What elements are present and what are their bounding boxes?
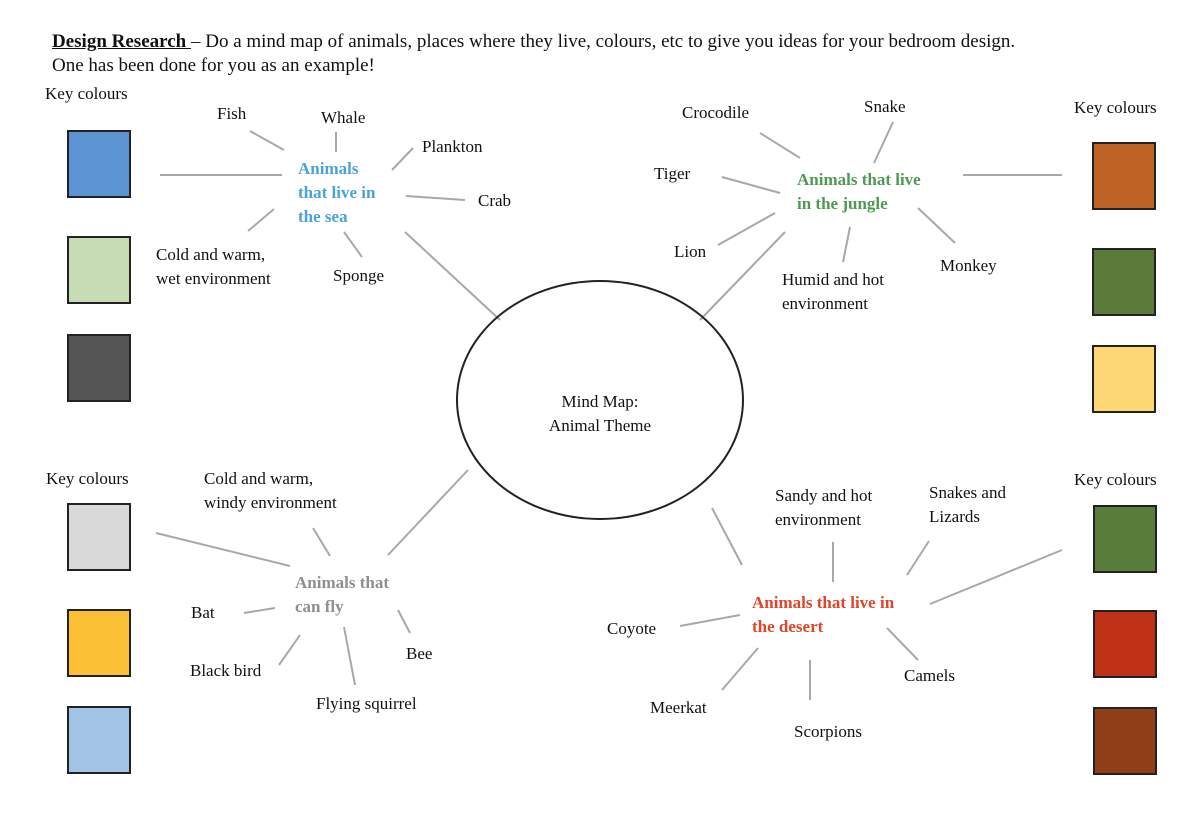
jungle-crocodile: Crocodile (682, 103, 750, 122)
fly-bee: Bee (406, 644, 433, 663)
sea-sponge: Sponge (333, 266, 384, 285)
link-sea-env (247, 208, 275, 232)
link-jungle-crocodile (759, 132, 801, 159)
sea-crab: Crab (478, 191, 512, 210)
sea-title: Animals that live in the sea (298, 157, 375, 229)
jungle-title-line2: in the jungle (797, 194, 888, 213)
fly-title-line2: can fly (295, 597, 344, 616)
jungle-swatch-2 (1092, 248, 1156, 316)
link-fly-blackbird (278, 634, 301, 666)
link-jungle-env (842, 226, 851, 263)
instructions: Design Research – Do a mind map of anima… (52, 30, 1015, 78)
sea-swatch-1 (67, 130, 131, 198)
link-sea-fish (249, 130, 285, 151)
desert-meerkat: Meerkat (650, 698, 707, 717)
header-line1: Do a mind map of animals, places where t… (200, 31, 1016, 52)
fly-swatch-3 (67, 706, 131, 774)
sea-swatch-3 (67, 334, 131, 402)
sea-title-line2: that live in (298, 183, 376, 202)
desert-swatch-2 (1093, 610, 1157, 678)
sea-title-line3: the sea (298, 207, 348, 226)
sea-plankton: Plankton (422, 137, 483, 156)
jungle-environment: Humid and hot environment (782, 268, 884, 316)
fly-env-line1: Cold and warm, (204, 469, 314, 488)
link-jungle-snake (873, 121, 894, 164)
jungle-env-line1: Humid and hot (782, 270, 884, 289)
jungle-title-line1: Animals that live (797, 170, 921, 189)
desert-title-line2: the desert (752, 617, 824, 636)
sea-env-line1: Cold and warm, (156, 245, 266, 264)
jungle-swatch-1 (1092, 142, 1156, 210)
fly-env-line2: windy environment (204, 493, 337, 512)
desert-scorpions: Scorpions (794, 722, 862, 741)
fly-swatch-1 (67, 503, 131, 571)
desert-title-line1: Animals that live in (752, 593, 895, 612)
desert-swatch-1 (1093, 505, 1157, 573)
desert-environment: Sandy and hot environment (775, 484, 872, 532)
center-label: Mind Map: Animal Theme (456, 390, 744, 438)
jungle-env-line2: environment (782, 294, 868, 313)
fly-swatch-2 (67, 609, 131, 677)
sea-fish: Fish (217, 104, 247, 123)
desert-snakes-line1: Snakes and (929, 483, 1006, 502)
link-center-jungle (699, 231, 786, 321)
center-label-line2: Animal Theme (548, 416, 652, 435)
sea-environment: Cold and warm, wet environment (156, 243, 271, 291)
sea-whale: Whale (321, 108, 366, 127)
center-circle (456, 280, 744, 520)
desert-coyote: Coyote (607, 619, 657, 638)
link-fly-squirrel (343, 626, 356, 686)
desert-env-line2: environment (775, 510, 861, 529)
fly-title-line1: Animals that (295, 573, 389, 592)
fly-environment: Cold and warm, windy environment (204, 467, 337, 515)
sea-key-colours-label: Key colours (45, 84, 128, 103)
link-fly-key (155, 532, 291, 567)
link-desert-key (929, 549, 1063, 605)
link-jungle-monkey (917, 207, 956, 244)
sea-swatch-2 (67, 236, 131, 304)
jungle-key-colours-label: Key colours (1074, 98, 1157, 117)
jungle-monkey: Monkey (940, 256, 997, 275)
sea-env-line2: wet environment (156, 269, 271, 288)
fly-title: Animals that can fly (295, 571, 389, 619)
link-sea-sponge (343, 231, 363, 258)
fly-squirrel: Flying squirrel (316, 694, 417, 713)
design-research-label: Design Research (52, 31, 191, 52)
desert-snakes-lizards: Snakes and Lizards (929, 481, 1006, 529)
desert-camels: Camels (904, 666, 955, 685)
desert-snakes-line2: Lizards (929, 507, 980, 526)
link-desert-camels (886, 627, 919, 661)
jungle-title: Animals that live in the jungle (797, 168, 921, 216)
link-desert-coyote (679, 614, 741, 627)
desert-env-line1: Sandy and hot (775, 486, 873, 505)
link-desert-meerkat (721, 647, 759, 691)
link-fly-bee (397, 609, 411, 634)
link-desert-snakes (906, 540, 930, 576)
desert-swatch-3 (1093, 707, 1157, 775)
jungle-lion: Lion (674, 242, 707, 261)
fly-bat: Bat (191, 603, 215, 622)
link-sea-crab (405, 195, 466, 201)
jungle-swatch-3 (1092, 345, 1156, 413)
desert-key-colours-label: Key colours (1074, 470, 1157, 489)
sea-title-line1: Animals (298, 159, 359, 178)
link-center-desert (711, 507, 743, 566)
link-center-sea (404, 231, 501, 321)
link-fly-bat (243, 607, 276, 614)
link-fly-env (312, 527, 331, 557)
center-label-line1: Mind Map: (561, 392, 639, 411)
link-jungle-tiger (721, 176, 781, 194)
fly-key-colours-label: Key colours (46, 469, 129, 488)
jungle-snake: Snake (864, 97, 906, 116)
link-center-fly (387, 469, 469, 556)
header-line2: One has been done for you as an example! (52, 55, 375, 76)
link-sea-plankton (391, 147, 414, 171)
link-jungle-lion (717, 212, 776, 246)
header-dash: – (190, 31, 201, 52)
jungle-tiger: Tiger (654, 164, 691, 183)
desert-title: Animals that live in the desert (752, 591, 894, 639)
fly-blackbird: Black bird (190, 661, 262, 680)
